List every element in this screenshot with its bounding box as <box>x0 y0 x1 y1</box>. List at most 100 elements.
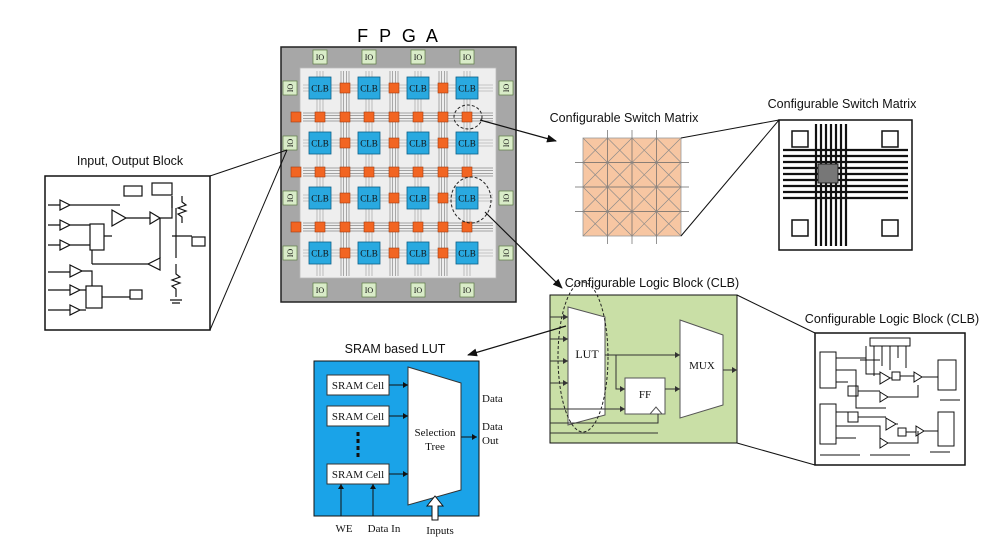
clb-highlight-circle <box>450 176 492 224</box>
switch-box <box>339 137 351 149</box>
fpga-clb-array: CLB CLB CLB CLB CLB CLB CLB CLB CLB CLB CLB CLB CLB C… <box>308 76 479 265</box>
switch-matrix-zoom-title: Configurable Switch Matrix <box>768 97 917 111</box>
svg-text:CLB: CLB <box>311 139 329 149</box>
io-block: IO <box>312 282 328 298</box>
switch-matrix-zoom: Configurable Switch Matrix <box>768 97 917 251</box>
switch-box <box>437 192 449 204</box>
clb-block: CLB <box>357 186 381 210</box>
svg-text:IO: IO <box>286 84 295 93</box>
io-block: IO <box>282 190 298 206</box>
switch-matrix-grid <box>575 130 689 244</box>
svg-text:IO: IO <box>365 53 374 62</box>
inputs-arrow <box>425 495 445 521</box>
io-block: IO <box>282 135 298 151</box>
clb-detail-title: Configurable Logic Block (CLB) <box>565 276 739 290</box>
switch-box <box>388 192 400 204</box>
io-block: IO <box>498 245 514 261</box>
lut-highlight-circle <box>557 281 609 433</box>
clb-detail-arrowheads <box>563 314 737 412</box>
svg-text:IO: IO <box>502 139 511 148</box>
io-block: IO <box>312 49 328 65</box>
switch-box <box>314 221 326 233</box>
io-block: IO <box>459 282 475 298</box>
switch-box <box>363 221 375 233</box>
clb-block: CLB <box>455 186 479 210</box>
io-block-schematic <box>48 182 206 316</box>
switch-box <box>314 166 326 178</box>
switch-box <box>290 166 302 178</box>
svg-text:IO: IO <box>286 139 295 148</box>
svg-text:CLB: CLB <box>360 84 378 94</box>
corner-clb-tr <box>881 130 899 148</box>
switch-box <box>437 111 449 123</box>
svg-text:IO: IO <box>316 53 325 62</box>
corner-clb-tl <box>791 130 809 148</box>
clb-block: CLB <box>406 186 430 210</box>
clb-block: CLB <box>308 186 332 210</box>
switch-box <box>339 247 351 259</box>
switch-box <box>339 111 351 123</box>
svg-text:IO: IO <box>365 286 374 295</box>
svg-text:IO: IO <box>502 249 511 258</box>
io-block: IO <box>282 245 298 261</box>
switch-box <box>314 111 326 123</box>
svg-text:IO: IO <box>286 194 295 203</box>
switch-box <box>461 166 473 178</box>
svg-text:CLB: CLB <box>360 139 378 149</box>
svg-text:IO: IO <box>463 53 472 62</box>
sram-lut: SRAM based LUT SRAM Cell SRAM Cell SRAM … <box>313 342 503 537</box>
clb-block: CLB <box>406 76 430 100</box>
selection-tree-shape <box>407 366 462 506</box>
switch-box <box>339 192 351 204</box>
switch-box <box>412 221 424 233</box>
switch-box <box>388 221 400 233</box>
io-block: IO <box>361 49 377 65</box>
io-block: IO <box>282 80 298 96</box>
clb-block: CLB <box>357 76 381 100</box>
svg-text:IO: IO <box>463 286 472 295</box>
svg-text:IO: IO <box>316 286 325 295</box>
io-block-title: Input, Output Block <box>77 154 184 168</box>
switch-box <box>412 166 424 178</box>
svg-text:CLB: CLB <box>409 249 427 259</box>
clb-block: CLB <box>455 241 479 265</box>
io-block-detail: Input, Output Block <box>44 154 211 331</box>
io-block: IO <box>410 282 426 298</box>
switch-zoom-line-bottom <box>680 119 780 237</box>
switch-matrix-zoom-center <box>817 163 839 184</box>
switch-box <box>363 166 375 178</box>
io-zoom-line-bottom <box>209 149 288 331</box>
lut-label: LUT <box>575 347 599 361</box>
svg-text:CLB: CLB <box>311 249 329 259</box>
sram-lut-title: SRAM based LUT <box>345 342 446 356</box>
switch-box <box>461 111 473 123</box>
fpga-switch-boxes <box>290 82 473 259</box>
switch-box <box>461 221 473 233</box>
switch-box <box>388 247 400 259</box>
inputs-label: Inputs <box>426 525 454 537</box>
clb-zoom-line-top <box>736 294 816 334</box>
clb-zoom-line-bottom <box>736 442 816 466</box>
clb-detail-wires <box>550 316 737 434</box>
fpga-title: F P G A <box>357 26 441 46</box>
clb-zoom: Configurable Logic Block (CLB) <box>805 312 979 466</box>
data-out-line2: Out <box>482 435 499 447</box>
svg-text:CLB: CLB <box>409 139 427 149</box>
sram-cell-1-label: SRAM Cell <box>332 380 384 392</box>
arrow-to-switch-matrix <box>479 119 557 143</box>
lut-shape <box>567 306 606 426</box>
clb-block: CLB <box>455 131 479 155</box>
svg-text:CLB: CLB <box>311 84 329 94</box>
clb-block: CLB <box>406 241 430 265</box>
clb-detail: Configurable Logic Block (CLB) LUT FF MU… <box>549 276 739 444</box>
svg-text:CLB: CLB <box>409 194 427 204</box>
io-block: IO <box>410 49 426 65</box>
sram-arrowheads <box>338 382 477 489</box>
ff-label: FF <box>639 389 651 401</box>
switch-highlight-circle <box>453 104 483 130</box>
svg-text:IO: IO <box>414 53 423 62</box>
svg-text:IO: IO <box>502 84 511 93</box>
svg-text:CLB: CLB <box>360 194 378 204</box>
ff-clock-marker <box>649 406 663 415</box>
